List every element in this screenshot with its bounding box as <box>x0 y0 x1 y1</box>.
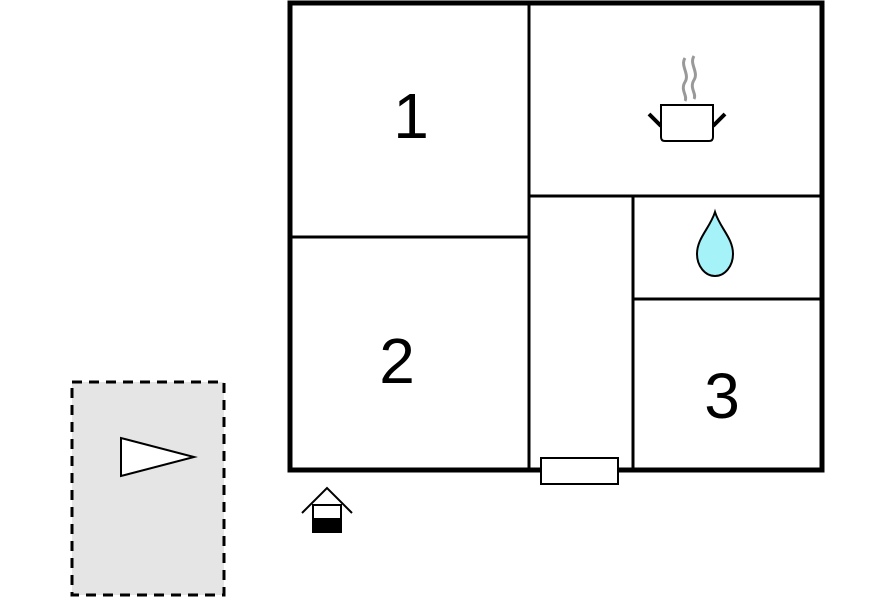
interior-walls <box>290 3 822 470</box>
cooking-pot-icon <box>647 55 727 142</box>
terrace-area <box>70 380 226 597</box>
room-label-2: 2 <box>379 325 415 397</box>
room-label-1: 1 <box>393 80 429 152</box>
entrance-door <box>540 457 619 485</box>
room-label-3: 3 <box>704 360 740 432</box>
water-drop-icon <box>695 208 735 278</box>
play-direction-icon <box>120 436 198 478</box>
house-entrance-icon <box>301 486 353 533</box>
